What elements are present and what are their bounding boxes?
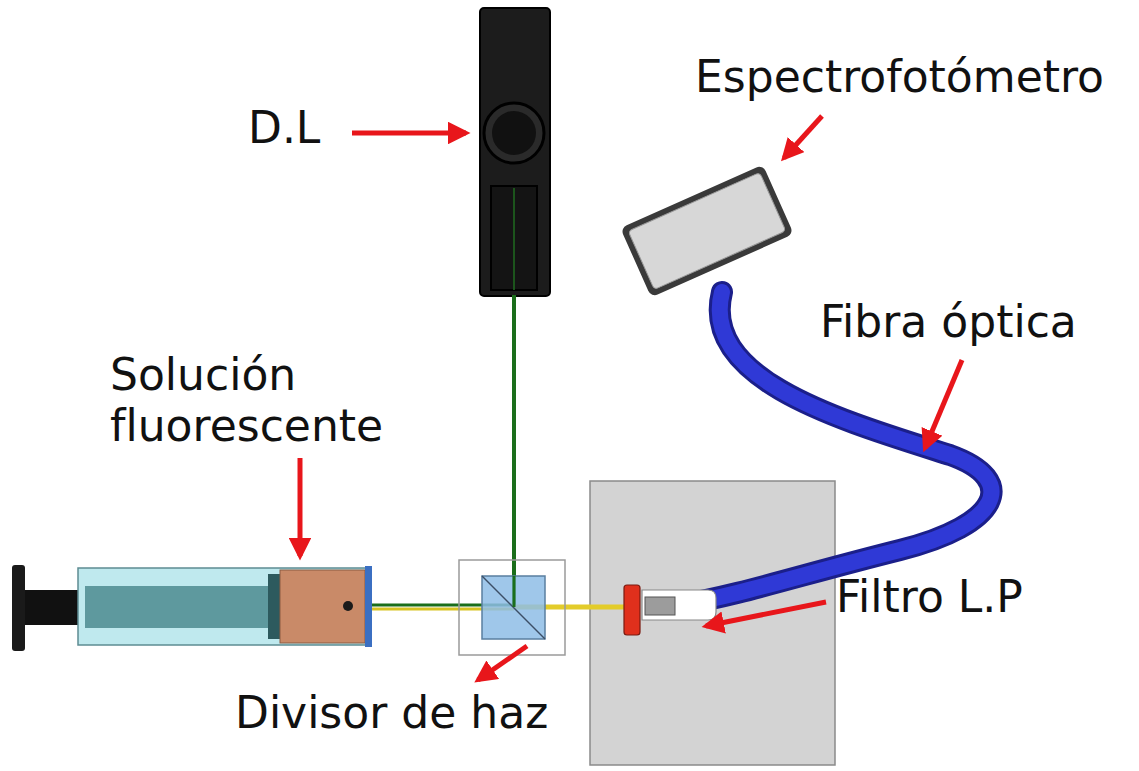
leader-arrow <box>784 116 822 158</box>
leader-arrow <box>478 646 527 680</box>
syringe <box>12 565 372 651</box>
part-label: Fibra óptica <box>820 297 1077 348</box>
part-label: Espectrofotómetro <box>695 52 1104 103</box>
part-label: Solución fluorescente <box>110 350 383 451</box>
beam-splitter <box>459 560 565 655</box>
leader-arrow <box>925 360 962 448</box>
leader-arrow <box>706 602 826 626</box>
laser-diode <box>480 8 550 296</box>
part-label: D.L <box>248 103 320 154</box>
part-label: Divisor de haz <box>235 688 548 739</box>
long-pass-filter <box>624 585 716 635</box>
spectrophotometer <box>620 165 793 298</box>
leader-arrow <box>352 131 466 136</box>
leader-arrow <box>298 458 303 556</box>
mount-block <box>590 481 835 765</box>
part-label: Filtro L.P <box>836 572 1023 623</box>
